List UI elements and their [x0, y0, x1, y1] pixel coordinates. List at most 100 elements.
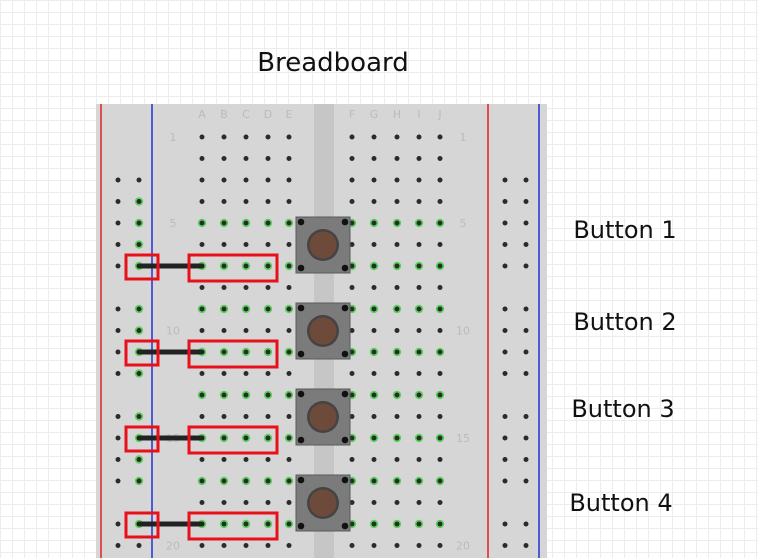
breadboard-hole [199, 134, 205, 140]
breadboard-hole [416, 349, 422, 355]
row-number: 15 [456, 432, 470, 445]
breadboard-hole [199, 220, 205, 226]
breadboard-hole [286, 371, 292, 376]
breadboard-hole [265, 134, 271, 140]
rail-hole [136, 199, 142, 204]
breadboard-hole [221, 156, 227, 161]
breadboard-hole [394, 177, 400, 183]
breadboard-hole [349, 242, 355, 247]
rail-hole [502, 242, 508, 247]
breadboard-hole [349, 306, 355, 312]
highlight-box-row [187, 425, 279, 455]
breadboard-hole [243, 521, 249, 527]
breadboard-hole [394, 435, 400, 441]
breadboard-hole [394, 349, 400, 355]
breadboard-hole [371, 500, 377, 505]
column-label: D [264, 108, 272, 121]
breadboard-hole [416, 134, 422, 140]
breadboard-hole [243, 242, 249, 247]
row-number: 10 [456, 325, 470, 338]
breadboard-hole [371, 521, 377, 527]
row-number: 5 [170, 217, 177, 230]
push-button-pin [341, 304, 349, 312]
breadboard-hole [221, 242, 227, 247]
breadboard-hole [437, 478, 443, 484]
rail-hole [523, 521, 529, 527]
breadboard-hole [349, 263, 355, 269]
breadboard-hole [286, 199, 292, 204]
rail-hole [136, 242, 142, 247]
breadboard-hole [199, 543, 205, 548]
breadboard-hole [416, 306, 422, 312]
breadboard-hole [416, 435, 422, 441]
breadboard-hole [437, 220, 443, 226]
breadboard-hole [221, 500, 227, 505]
breadboard-hole [349, 349, 355, 355]
push-button-pin [297, 476, 305, 484]
breadboard-hole [394, 242, 400, 247]
breadboard-hole [394, 134, 400, 140]
push-button-cap [309, 403, 337, 431]
rail-hole [136, 306, 142, 312]
breadboard-hole [221, 435, 227, 441]
breadboard-hole [437, 435, 443, 441]
breadboard-hole [199, 177, 205, 183]
breadboard-hole [437, 349, 443, 355]
breadboard-hole [437, 177, 443, 183]
breadboard-hole [349, 156, 355, 161]
breadboard-hole [416, 414, 422, 419]
push-button-pin [297, 350, 305, 358]
breadboard-hole [416, 177, 422, 183]
breadboard-hole [199, 156, 205, 161]
push-button-pin [341, 390, 349, 398]
breadboard-hole [286, 543, 292, 548]
breadboard-hole [437, 392, 443, 398]
row-number: 5 [460, 217, 467, 230]
breadboard-hole [265, 435, 271, 441]
breadboard-hole [286, 500, 292, 505]
rail-hole [502, 306, 508, 312]
breadboard-hole [349, 328, 355, 333]
rail-hole [523, 349, 529, 355]
breadboard-hole [265, 392, 271, 398]
button-4-label: Button 4 [569, 489, 673, 517]
breadboard-hole [286, 392, 292, 398]
breadboard-hole [371, 199, 377, 204]
breadboard-hole [199, 242, 205, 247]
breadboard-hole [394, 220, 400, 226]
breadboard-hole [221, 199, 227, 204]
breadboard-hole [394, 306, 400, 312]
column-label: A [198, 108, 206, 121]
breadboard-hole [221, 478, 227, 484]
breadboard-hole [199, 371, 205, 376]
breadboard-hole [394, 457, 400, 462]
rail-hole [523, 220, 529, 226]
rail-hole [115, 521, 121, 527]
breadboard-hole [221, 134, 227, 140]
breadboard-hole [416, 371, 422, 376]
breadboard-hole [371, 263, 377, 269]
breadboard-hole [286, 521, 292, 527]
breadboard-hole [416, 543, 422, 548]
breadboard-hole [265, 263, 271, 269]
breadboard-hole [286, 285, 292, 290]
breadboard-hole [416, 285, 422, 290]
rail-hole [523, 263, 529, 269]
breadboard-hole [221, 177, 227, 183]
breadboard-hole [416, 263, 422, 269]
row-number: 20 [166, 540, 180, 553]
push-button-pin [341, 436, 349, 444]
breadboard-hole [371, 285, 377, 290]
breadboard-hole [349, 392, 355, 398]
breadboard-hole [437, 328, 443, 333]
breadboard-hole [394, 199, 400, 204]
rail-hole [136, 177, 142, 183]
breadboard-hole [286, 134, 292, 140]
breadboard-hole [416, 156, 422, 161]
button-3-label: Button 3 [571, 395, 675, 423]
breadboard-hole [371, 478, 377, 484]
breadboard-hole [371, 349, 377, 355]
rail-hole [115, 263, 121, 269]
breadboard-hole [243, 306, 249, 312]
column-label: H [393, 108, 401, 121]
